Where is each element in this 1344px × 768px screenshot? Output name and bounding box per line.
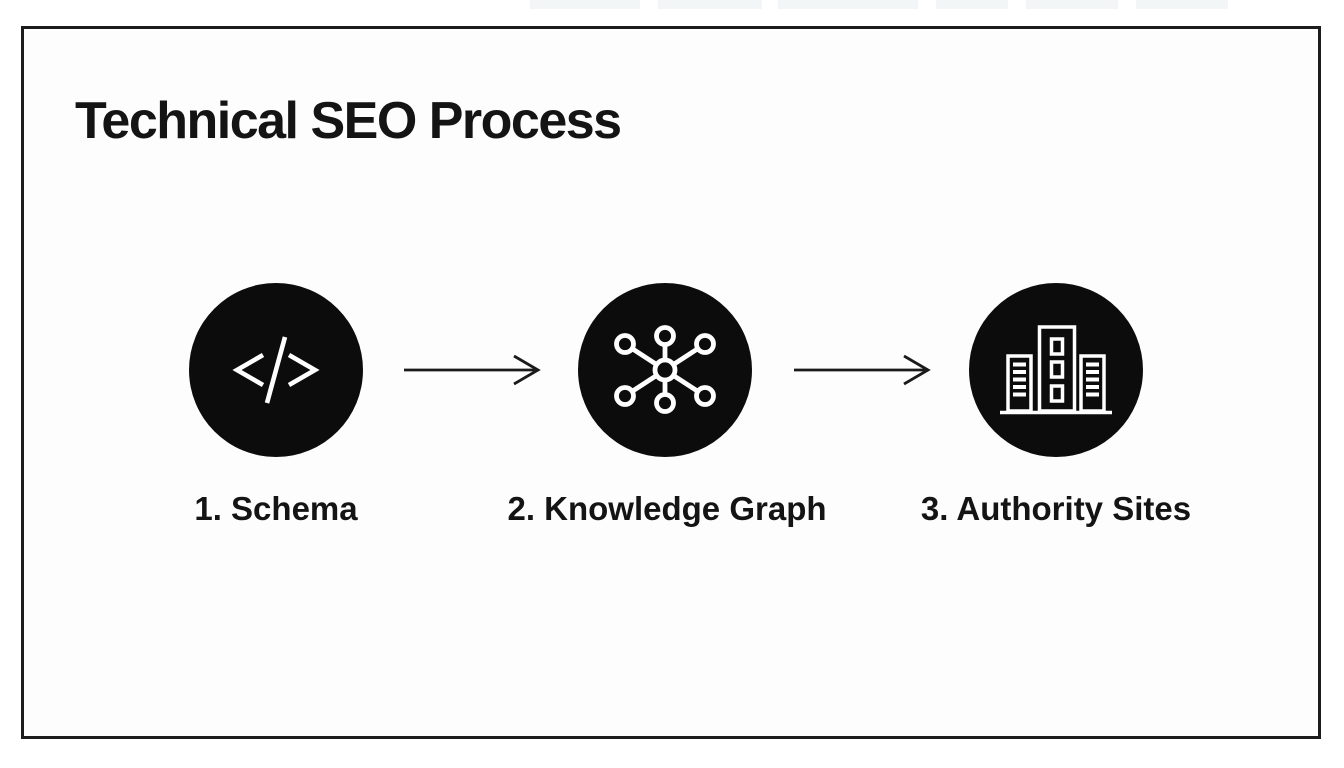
step-circle-authority-sites xyxy=(969,283,1143,457)
screen-edge-artifact xyxy=(936,0,1008,9)
step-label-knowledge-graph: 2. Knowledge Graph xyxy=(507,490,827,527)
screen-edge-artifact xyxy=(1026,0,1118,9)
screen-edge-artifact xyxy=(530,0,640,9)
step-label-authority-sites: 3. Authority Sites xyxy=(920,490,1192,527)
screen-edge-artifacts xyxy=(0,0,1344,9)
network-icon xyxy=(605,315,725,425)
step-circle-knowledge-graph xyxy=(578,283,752,457)
code-icon xyxy=(226,320,326,420)
flow-arrow-2 xyxy=(792,350,932,390)
flow-arrow-1 xyxy=(402,350,542,390)
buildings-icon xyxy=(1000,325,1112,415)
diagram-title: Technical SEO Process xyxy=(75,92,622,150)
screen-edge-artifact xyxy=(1136,0,1228,9)
step-circle-schema xyxy=(189,283,363,457)
screen-edge-artifact xyxy=(778,0,918,9)
screen-edge-artifact xyxy=(658,0,762,9)
diagram-frame: Technical SEO Process xyxy=(21,26,1321,739)
step-label-schema: 1. Schema xyxy=(194,490,358,527)
